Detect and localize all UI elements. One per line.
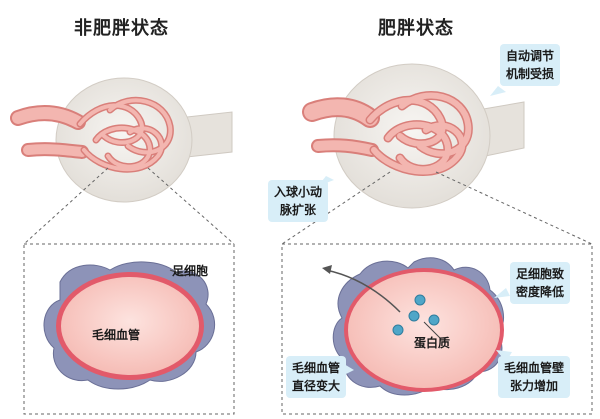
left-capillary-label: 毛细血管: [92, 328, 141, 342]
right-capillary-lumen: [348, 272, 500, 388]
callout-capillary-diameter: 毛细血管 直径变大: [286, 356, 347, 398]
right-panel-title: 肥胖状态: [378, 18, 454, 39]
right-zoom-lines: [281, 171, 593, 415]
protein-leak-arrow: [325, 269, 401, 313]
left-zoom-lines: [23, 167, 235, 415]
left-podocyte-label: 足细胞: [172, 264, 209, 278]
callout-afferent-dilation: 入球小动 脉扩张: [268, 180, 329, 222]
callout-wall-tension: 毛细血管壁 张力增加: [498, 356, 571, 398]
protein-label: 蛋白质: [414, 336, 451, 350]
left-glomerulus: [10, 77, 233, 203]
protein-molecules: [392, 294, 440, 336]
left-capillary-cross-section: [43, 261, 216, 390]
left-panel-title: 非肥胖状态: [74, 18, 169, 39]
right-capillary-cross-section: [322, 257, 505, 396]
left-podocyte-pointer: [169, 269, 187, 277]
callout-autoregulation: 自动调节 机制受损: [500, 44, 561, 86]
right-glomerulus: [302, 63, 525, 209]
callout-podocyte-density: 足细胞致 密度降低: [510, 262, 571, 304]
left-capillary-lumen: [61, 277, 199, 375]
